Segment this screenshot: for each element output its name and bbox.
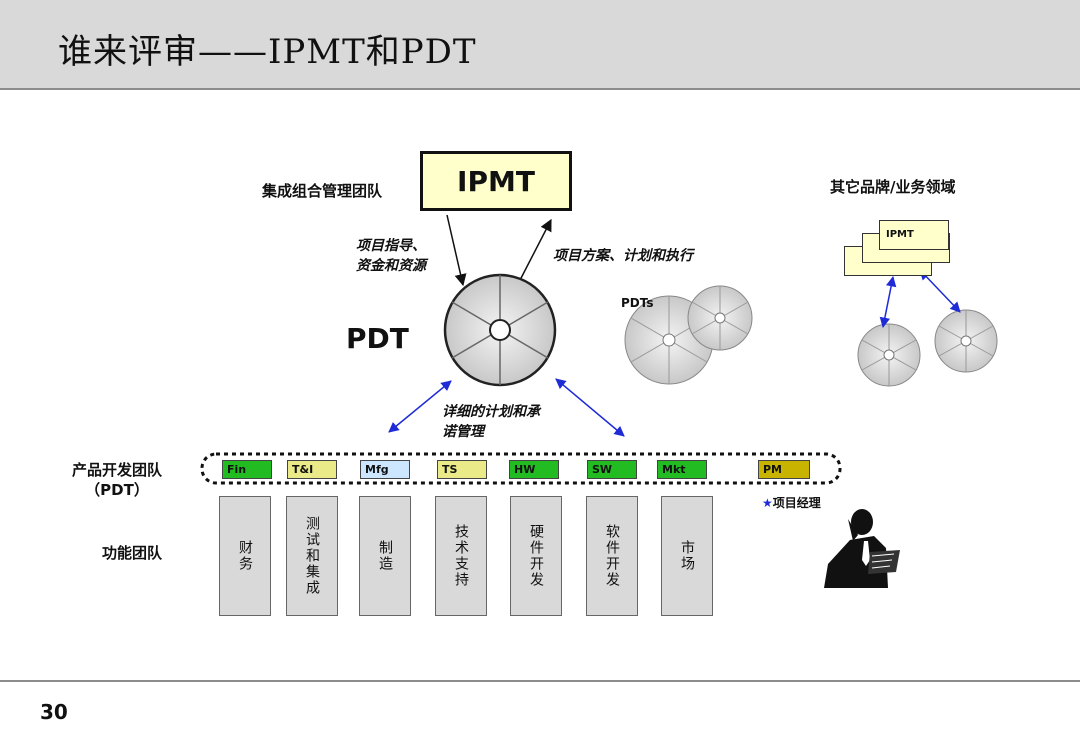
chip-mkt-label: Mkt — [662, 463, 686, 476]
ipmt-box-label: IPMT — [457, 164, 535, 198]
other-disc-right — [934, 309, 998, 373]
ipmt-execution-label: 项目方案、计划和执行 — [553, 248, 693, 264]
pm-legend-label: 项目经理 — [772, 496, 821, 510]
chip-mfg-label: Mfg — [365, 463, 389, 476]
chip-mfg: Mfg — [360, 460, 410, 479]
pdts-disc-small — [687, 285, 753, 351]
other-arrow-left — [879, 275, 897, 329]
chip-ts-label: TS — [442, 463, 458, 476]
ipmt-guidance-label: 项目指导、 资金和资源 — [356, 238, 426, 274]
chip-pm-label: PM — [763, 463, 783, 476]
chip-sw-label: SW — [592, 463, 613, 476]
pdt-to-team-arrow-left — [388, 380, 452, 433]
func-team-tech-support: 技术支持 — [435, 496, 487, 616]
chip-ti: T&I — [287, 460, 337, 479]
pdt-team-label: 产品开发团队 （PDT） — [72, 461, 163, 499]
page-number: 30 — [40, 700, 68, 724]
chip-mkt: Mkt — [657, 460, 707, 479]
ipmt-box: IPMT — [420, 151, 572, 211]
pdt-label: PDT — [346, 322, 409, 355]
commitment-label: 详细的计划和承 诺管理 — [442, 404, 540, 440]
pdt-disc — [443, 273, 557, 387]
func-team-test-integration: 测试和集成 — [286, 496, 338, 616]
pm-legend: ★项目经理 — [762, 494, 821, 511]
func-team-finance: 财务 — [219, 496, 271, 616]
ipmt-to-pdt-arrow — [446, 214, 467, 287]
pdts-label: PDTs — [621, 296, 654, 310]
func-team-manufacturing: 制造 — [359, 496, 411, 616]
pdt-to-team-arrow-right — [555, 378, 625, 437]
stack-card-front — [879, 220, 949, 250]
page-title: 谁来评审——IPMT和PDT — [58, 32, 477, 72]
chip-ti-label: T&I — [292, 463, 314, 476]
functional-team-label: 功能团队 — [102, 544, 163, 562]
pdt-team-container — [200, 452, 842, 485]
chip-ts: TS — [437, 460, 487, 479]
footer-divider — [0, 680, 1080, 682]
chip-fin-label: Fin — [227, 463, 247, 476]
chip-hw: HW — [509, 460, 559, 479]
other-brand-label: 其它品牌/业务领域 — [830, 178, 956, 196]
func-team-marketing: 市场 — [661, 496, 713, 616]
func-team-software: 软件开发 — [586, 496, 638, 616]
chip-pm: PM — [758, 460, 810, 479]
func-team-hardware: 硬件开发 — [510, 496, 562, 616]
chip-hw-label: HW — [514, 463, 536, 476]
title-bar: 谁来评审——IPMT和PDT — [0, 0, 1080, 90]
chip-fin: Fin — [222, 460, 272, 479]
stack-card-label: IPMT — [886, 229, 914, 240]
ipmt-team-label: 集成组合管理团队 — [262, 182, 383, 200]
chip-sw: SW — [587, 460, 637, 479]
other-disc-left — [857, 323, 921, 387]
project-manager-figure — [824, 509, 900, 588]
star-icon: ★ — [762, 496, 773, 510]
other-arrow-right — [919, 269, 961, 313]
pdt-to-ipmt-arrow — [517, 218, 552, 285]
